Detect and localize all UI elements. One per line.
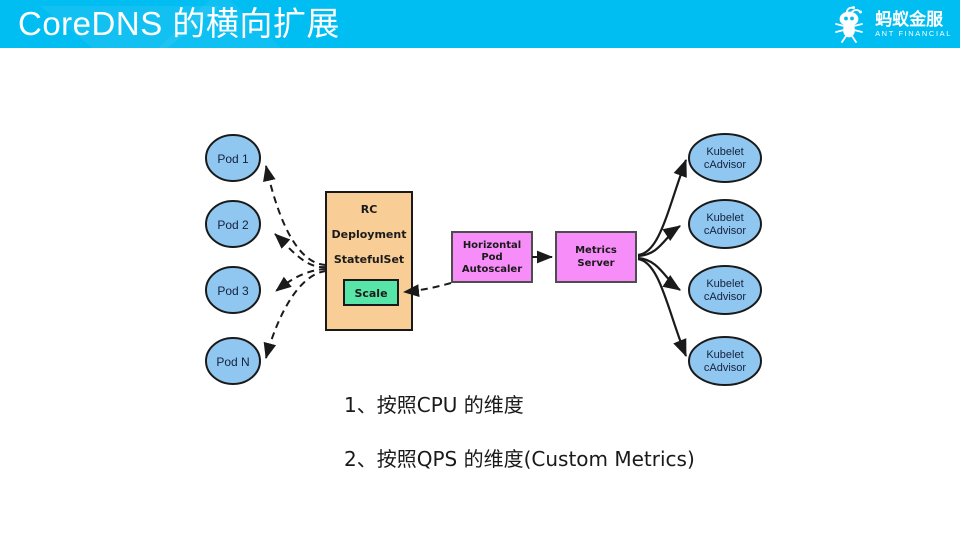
metrics-server-node: Metrics Server: [555, 231, 637, 283]
pod-label-n: Pod N: [216, 355, 249, 369]
pod-node-3: Pod 3: [205, 266, 261, 314]
edge-metrics-kubelet-3: [637, 256, 681, 291]
edge-controller-pod-3: [275, 268, 327, 292]
header-watermark-triangle-2: [150, 0, 290, 48]
kubelet-node-1: Kubelet cAdvisor: [688, 133, 762, 183]
brand-name-en: ANT FINANCIAL: [875, 28, 952, 38]
edge-metrics-kubelet-1: [637, 158, 688, 257]
metrics-server-line-2: Server: [577, 258, 614, 269]
kubelet-label-4b: cAdvisor: [704, 362, 747, 374]
edge-metrics-kubelet-2: [637, 225, 681, 258]
ant-mascot-icon: [835, 6, 863, 43]
kubelet-node-4: Kubelet cAdvisor: [688, 336, 762, 386]
metrics-server-line-1: Metrics: [575, 245, 617, 256]
brand-name-cn: 蚂蚁金服: [875, 9, 944, 29]
kubelet-label-2a: Kubelet: [706, 212, 743, 224]
autoscaler-node: Horizontal Pod Autoscaler: [451, 231, 533, 283]
edge-controller-pod-2: [274, 233, 327, 269]
autoscaler-line-1: Horizontal: [463, 240, 521, 251]
kubelet-label-4a: Kubelet: [706, 349, 743, 361]
pod-label-1: Pod 1: [217, 152, 249, 166]
kubelet-label-2b: cAdvisor: [704, 225, 747, 237]
autoscaler-line-2: Pod: [481, 252, 502, 263]
pod-node-1: Pod 1: [205, 134, 261, 182]
edges-controller-to-pods: [263, 165, 327, 359]
kubelet-label-3b: cAdvisor: [704, 291, 747, 303]
edges-metrics-to-kubelets: [637, 158, 688, 358]
bullet-item-2: 2、按照QPS 的维度(Custom Metrics): [344, 447, 695, 471]
brand-logo-text: 蚂蚁金服 ANT FINANCIAL: [875, 11, 952, 38]
controller-line-3: StatefulSet: [334, 253, 404, 266]
pod-label-2: Pod 2: [217, 218, 249, 232]
pod-label-3: Pod 3: [217, 284, 249, 298]
pod-node-2: Pod 2: [205, 200, 261, 248]
architecture-diagram: Pod 1 Pod 2 Pod 3 Pod N RC Deployment St…: [205, 133, 762, 386]
pod-node-n: Pod N: [205, 337, 261, 385]
scale-label: Scale: [354, 287, 387, 300]
pod-group: Pod 1 Pod 2 Pod 3 Pod N: [205, 134, 261, 385]
kubelet-group: Kubelet cAdvisor Kubelet cAdvisor Kubele…: [688, 133, 762, 386]
edge-metrics-kubelet-4: [637, 257, 688, 358]
page-title: CoreDNS 的横向扩展: [18, 5, 340, 42]
controller-node: RC Deployment StatefulSet Scale: [325, 191, 413, 331]
edge-controller-pod-n: [263, 270, 327, 359]
scale-node: Scale: [343, 279, 399, 306]
brand-logo: 蚂蚁金服 ANT FINANCIAL: [830, 4, 952, 44]
controller-line-1: RC: [361, 203, 378, 216]
controller-line-2: Deployment: [332, 228, 407, 241]
kubelet-label-3a: Kubelet: [706, 278, 743, 290]
bullet-item-1: 1、按照CPU 的维度: [344, 393, 524, 417]
edge-autoscaler-to-scale: [403, 282, 452, 297]
bullet-list: 1、按照CPU 的维度 2、按照QPS 的维度(Custom Metrics): [344, 392, 864, 500]
edge-controller-pod-1: [263, 165, 327, 266]
kubelet-label-1a: Kubelet: [706, 146, 743, 158]
kubelet-node-2: Kubelet cAdvisor: [688, 199, 762, 249]
slide-header-bar: CoreDNS 的横向扩展: [0, 0, 960, 48]
kubelet-label-1b: cAdvisor: [704, 159, 747, 171]
autoscaler-line-3: Autoscaler: [462, 264, 522, 275]
kubelet-node-3: Kubelet cAdvisor: [688, 265, 762, 315]
